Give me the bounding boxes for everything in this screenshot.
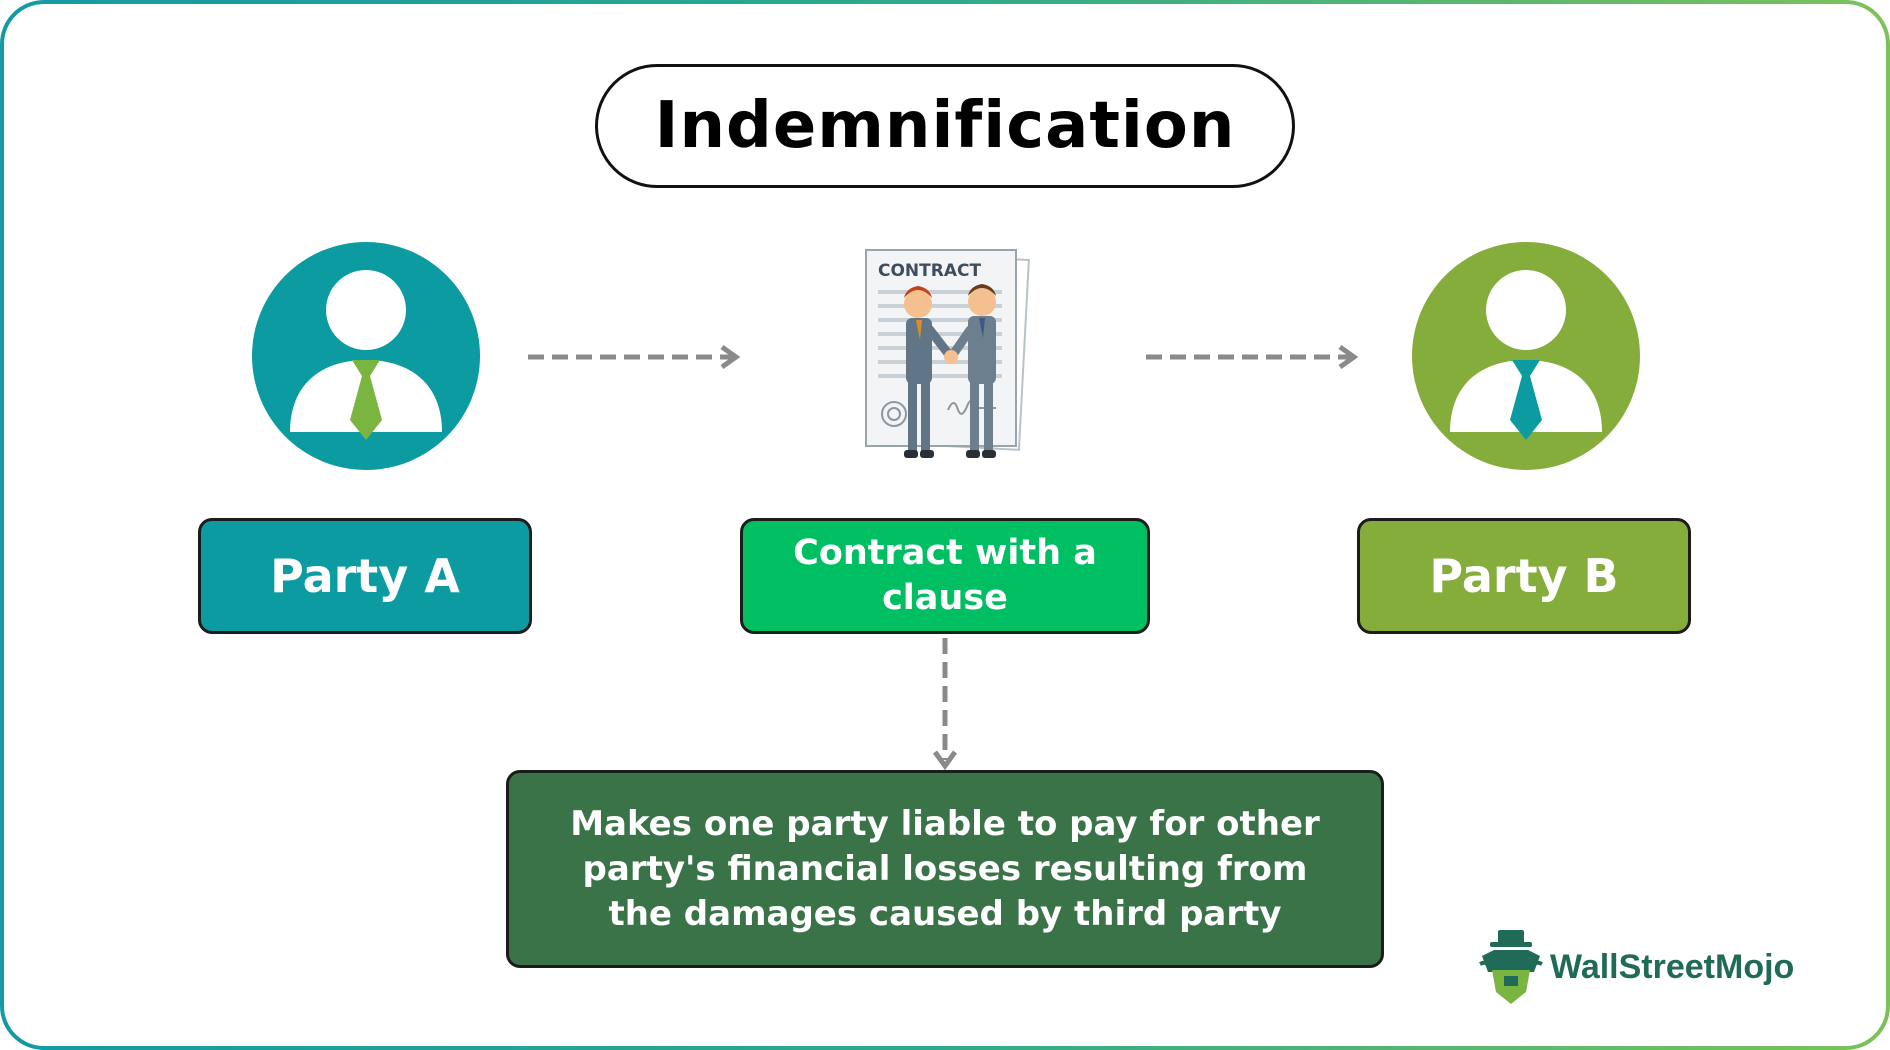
party-a-box: Party A	[198, 518, 532, 634]
contract-label: Contract with a clause	[793, 533, 1097, 618]
contract-box: Contract with a clause	[740, 518, 1150, 634]
party-b-box: Party B	[1357, 518, 1691, 634]
brand-name: WallStreetMojo	[1550, 947, 1795, 986]
contract-doc-heading: CONTRACT	[878, 261, 981, 281]
diagram-title: Indemnification	[654, 89, 1236, 163]
outcome-box: Makes one party liable to pay for other …	[506, 770, 1384, 968]
dashed-arrow-down	[932, 638, 958, 771]
party-b-label: Party B	[1429, 549, 1619, 603]
dashed-arrow-right-1	[528, 344, 741, 370]
contract-handshake-icon: CONTRACT	[865, 249, 1030, 458]
party-b-person-icon	[1412, 242, 1640, 470]
party-a-person-icon	[252, 242, 480, 470]
title-pill: Indemnification	[595, 64, 1295, 188]
brand-mascot-icon	[1479, 930, 1543, 1004]
brand-logo: WallStreetMojo	[1478, 928, 1794, 1006]
party-a-label: Party A	[270, 549, 460, 603]
dashed-arrow-right-2	[1146, 344, 1359, 370]
outcome-text: Makes one party liable to pay for other …	[570, 803, 1320, 934]
